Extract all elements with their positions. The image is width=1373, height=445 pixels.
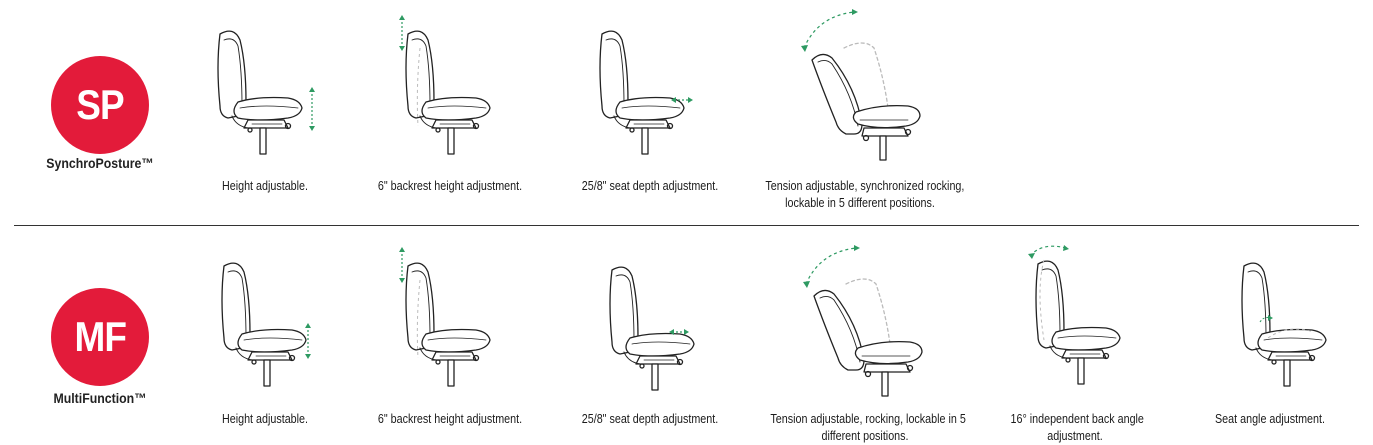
caption: 16° independent back angle adjustment. <box>1010 411 1144 445</box>
caption: Tension adjustable, rocking, lockable in… <box>770 411 966 445</box>
chair-backrest-height-icon <box>399 247 491 387</box>
chair-tension-rocking-icon <box>803 245 923 397</box>
chair-seat-angle-icon <box>1241 262 1327 387</box>
caption-line: Height adjustable. <box>221 179 309 193</box>
caption-line: Height adjustable. <box>221 412 309 426</box>
series-name-synchroposture: SynchroPosture™ <box>46 155 154 171</box>
caption-line: Tension adjustable, rocking, lockable in… <box>770 412 966 426</box>
caption-line: 16° independent back angle <box>1010 412 1144 426</box>
chair-seat-depth-icon <box>599 30 693 155</box>
series-name-multifunction: MultiFunction™ <box>53 390 147 406</box>
chair-seat-depth-icon <box>609 266 695 391</box>
caption-line: 25/8" seat depth adjustment. <box>581 412 719 426</box>
caption-line: Seat angle adjustment. <box>1215 412 1325 426</box>
caption: Tension adjustable, synchronized rocking… <box>765 178 965 212</box>
caption-line: Tension adjustable, synchronized rocking… <box>765 179 965 193</box>
caption-line: 25/8" seat depth adjustment. <box>581 179 719 193</box>
chair-back-angle-icon <box>1028 245 1121 385</box>
caption: Height adjustable. <box>196 178 334 195</box>
chair-backrest-height-icon <box>399 15 491 155</box>
chair-height-icon <box>217 30 315 155</box>
caption: Seat angle adjustment. <box>1210 411 1330 428</box>
caption-line: 6" backrest height adjustment. <box>377 412 523 426</box>
sp-badge: SP <box>51 56 149 154</box>
caption-line: 6" backrest height adjustment. <box>377 179 523 193</box>
caption-line: adjustment. <box>1047 429 1103 443</box>
sp-badge-text: SP <box>76 81 124 128</box>
chair-height-icon <box>221 262 311 387</box>
caption: 25/8" seat depth adjustment. <box>577 178 723 195</box>
caption: Height adjustable. <box>196 411 334 428</box>
mf-badge-text: MF <box>74 313 126 360</box>
caption: 25/8" seat depth adjustment. <box>577 411 723 428</box>
mf-badge: MF <box>51 288 149 386</box>
chair-tension-rocking-icon <box>801 9 921 161</box>
caption-line: different positions. <box>821 429 909 443</box>
caption-line: lockable in 5 different positions. <box>785 196 935 210</box>
caption: 6" backrest height adjustment. <box>373 411 528 428</box>
caption: 6" backrest height adjustment. <box>373 178 528 195</box>
section-divider <box>14 225 1359 226</box>
